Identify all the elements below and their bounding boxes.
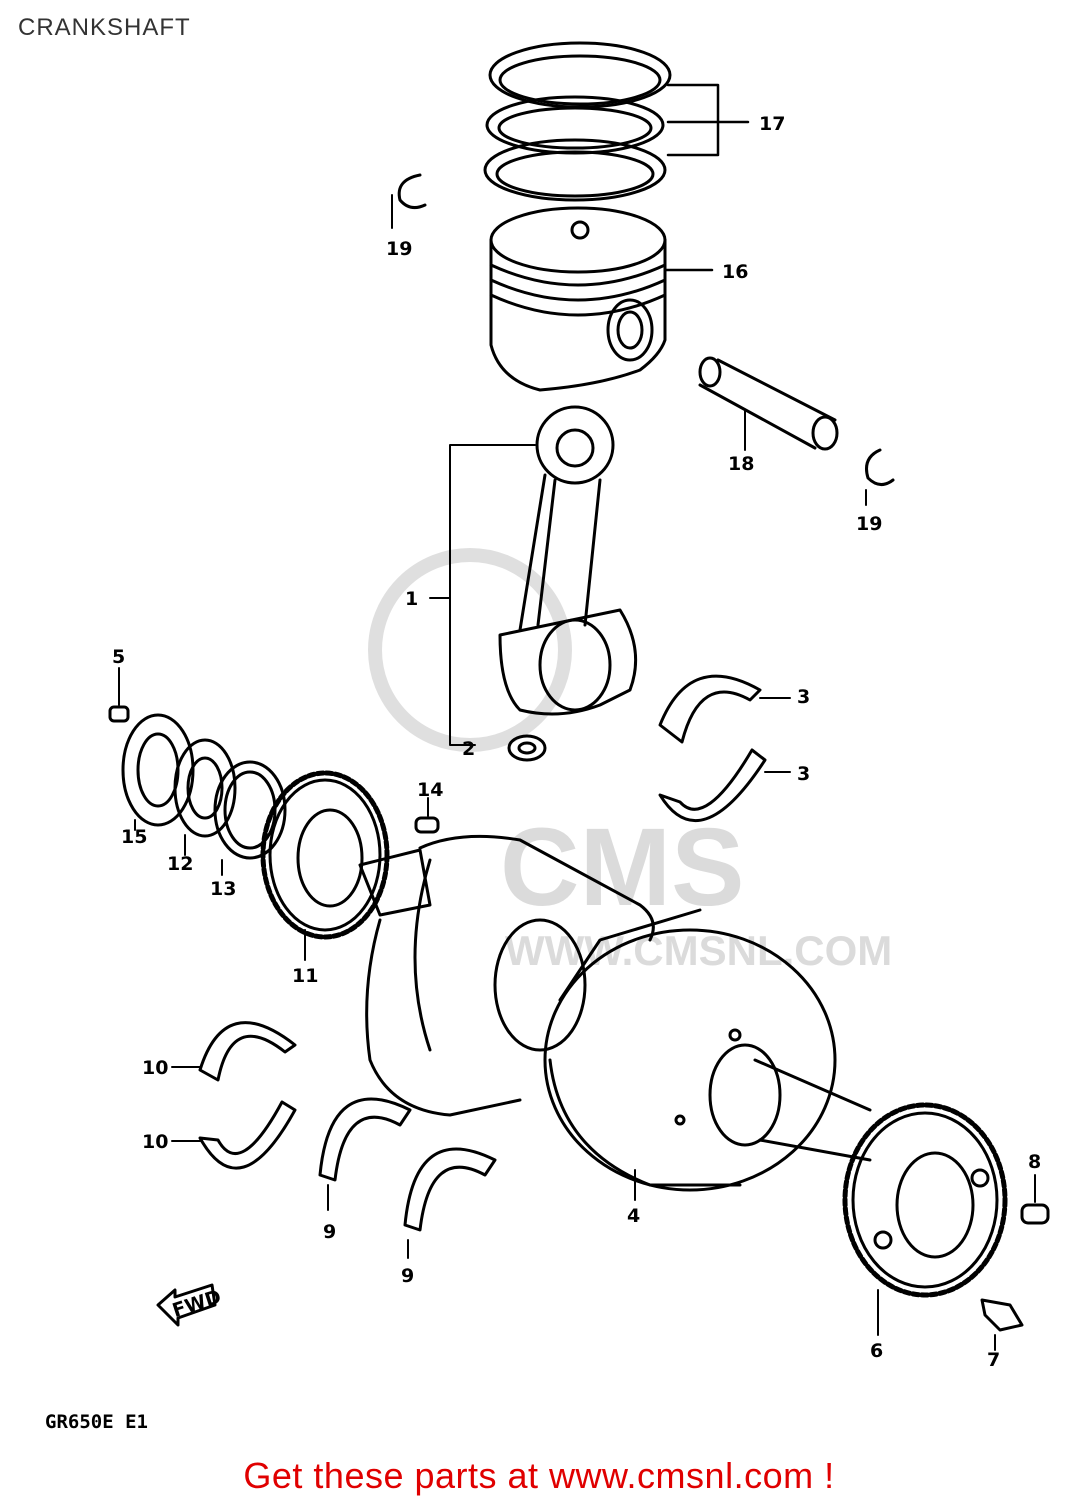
piston-pin bbox=[698, 356, 839, 451]
callout-4: 4 bbox=[627, 1205, 640, 1227]
watermark-brand: CMS bbox=[500, 806, 744, 929]
footer-shop-link[interactable]: Get these parts at www.cmsnl.com ! bbox=[243, 1455, 835, 1496]
callout-12: 12 bbox=[167, 853, 193, 875]
cms-watermark: CMS WWW.CMSNL.COM bbox=[368, 548, 892, 974]
callout-5: 5 bbox=[112, 646, 125, 668]
callout-16: 16 bbox=[722, 261, 748, 283]
oil-seal bbox=[121, 713, 195, 827]
callout-8: 8 bbox=[1028, 1151, 1041, 1173]
callout-7: 7 bbox=[987, 1349, 1000, 1371]
exploded-parts-diagram: CMS WWW.CMSNL.COM bbox=[45, 41, 1050, 1433]
dowel-pin-8 bbox=[1020, 1174, 1050, 1225]
main-bearing-upper bbox=[198, 1021, 297, 1082]
woodruff-key bbox=[414, 797, 440, 834]
circlip-top bbox=[391, 173, 427, 229]
cam-drive-gear bbox=[842, 1102, 1008, 1336]
thrust-washer-left bbox=[318, 1097, 412, 1182]
callout-6: 6 bbox=[870, 1340, 883, 1362]
conrod-nut bbox=[507, 734, 547, 762]
callout-2: 2 bbox=[462, 738, 475, 760]
callout-10a: 10 bbox=[142, 1057, 168, 1079]
callout-18: 18 bbox=[728, 453, 754, 475]
watermark-url: WWW.CMSNL.COM bbox=[505, 927, 892, 974]
callout-3a: 3 bbox=[797, 686, 810, 708]
callout-3b: 3 bbox=[797, 763, 810, 785]
fwd-arrow-icon bbox=[156, 1283, 217, 1327]
main-bearing-lower bbox=[198, 1100, 297, 1170]
gear-bolt bbox=[980, 1298, 1024, 1351]
callout-19a: 19 bbox=[386, 238, 412, 260]
callout-15: 15 bbox=[121, 826, 147, 848]
conrod-bearing-lower bbox=[658, 748, 767, 823]
model-code: GR650E E1 bbox=[45, 1411, 148, 1433]
gear-nut bbox=[173, 738, 237, 838]
circlip-right bbox=[865, 448, 895, 506]
callout-10b: 10 bbox=[142, 1131, 168, 1153]
connecting-rod bbox=[498, 405, 638, 716]
callout-13: 13 bbox=[210, 878, 236, 900]
callout-9a: 9 bbox=[323, 1221, 336, 1243]
dowel-pin-5 bbox=[108, 667, 130, 723]
thrust-washer-right bbox=[403, 1147, 497, 1232]
callout-14: 14 bbox=[417, 779, 443, 801]
conrod-bearing-upper bbox=[658, 674, 762, 744]
piston-rings bbox=[483, 41, 672, 202]
callout-1: 1 bbox=[405, 588, 418, 610]
callout-9b: 9 bbox=[401, 1265, 414, 1287]
page-title: CRANKSHAFT bbox=[18, 14, 191, 41]
callout-labels: 1 2 3 3 4 5 6 7 8 9 9 10 10 11 12 13 14 … bbox=[112, 113, 1041, 1371]
callout-19b: 19 bbox=[856, 513, 882, 535]
callout-17: 17 bbox=[759, 113, 785, 135]
primary-drive-gear bbox=[260, 770, 390, 961]
piston bbox=[489, 206, 667, 392]
crankshaft bbox=[358, 834, 872, 1201]
callout-11: 11 bbox=[292, 965, 318, 987]
